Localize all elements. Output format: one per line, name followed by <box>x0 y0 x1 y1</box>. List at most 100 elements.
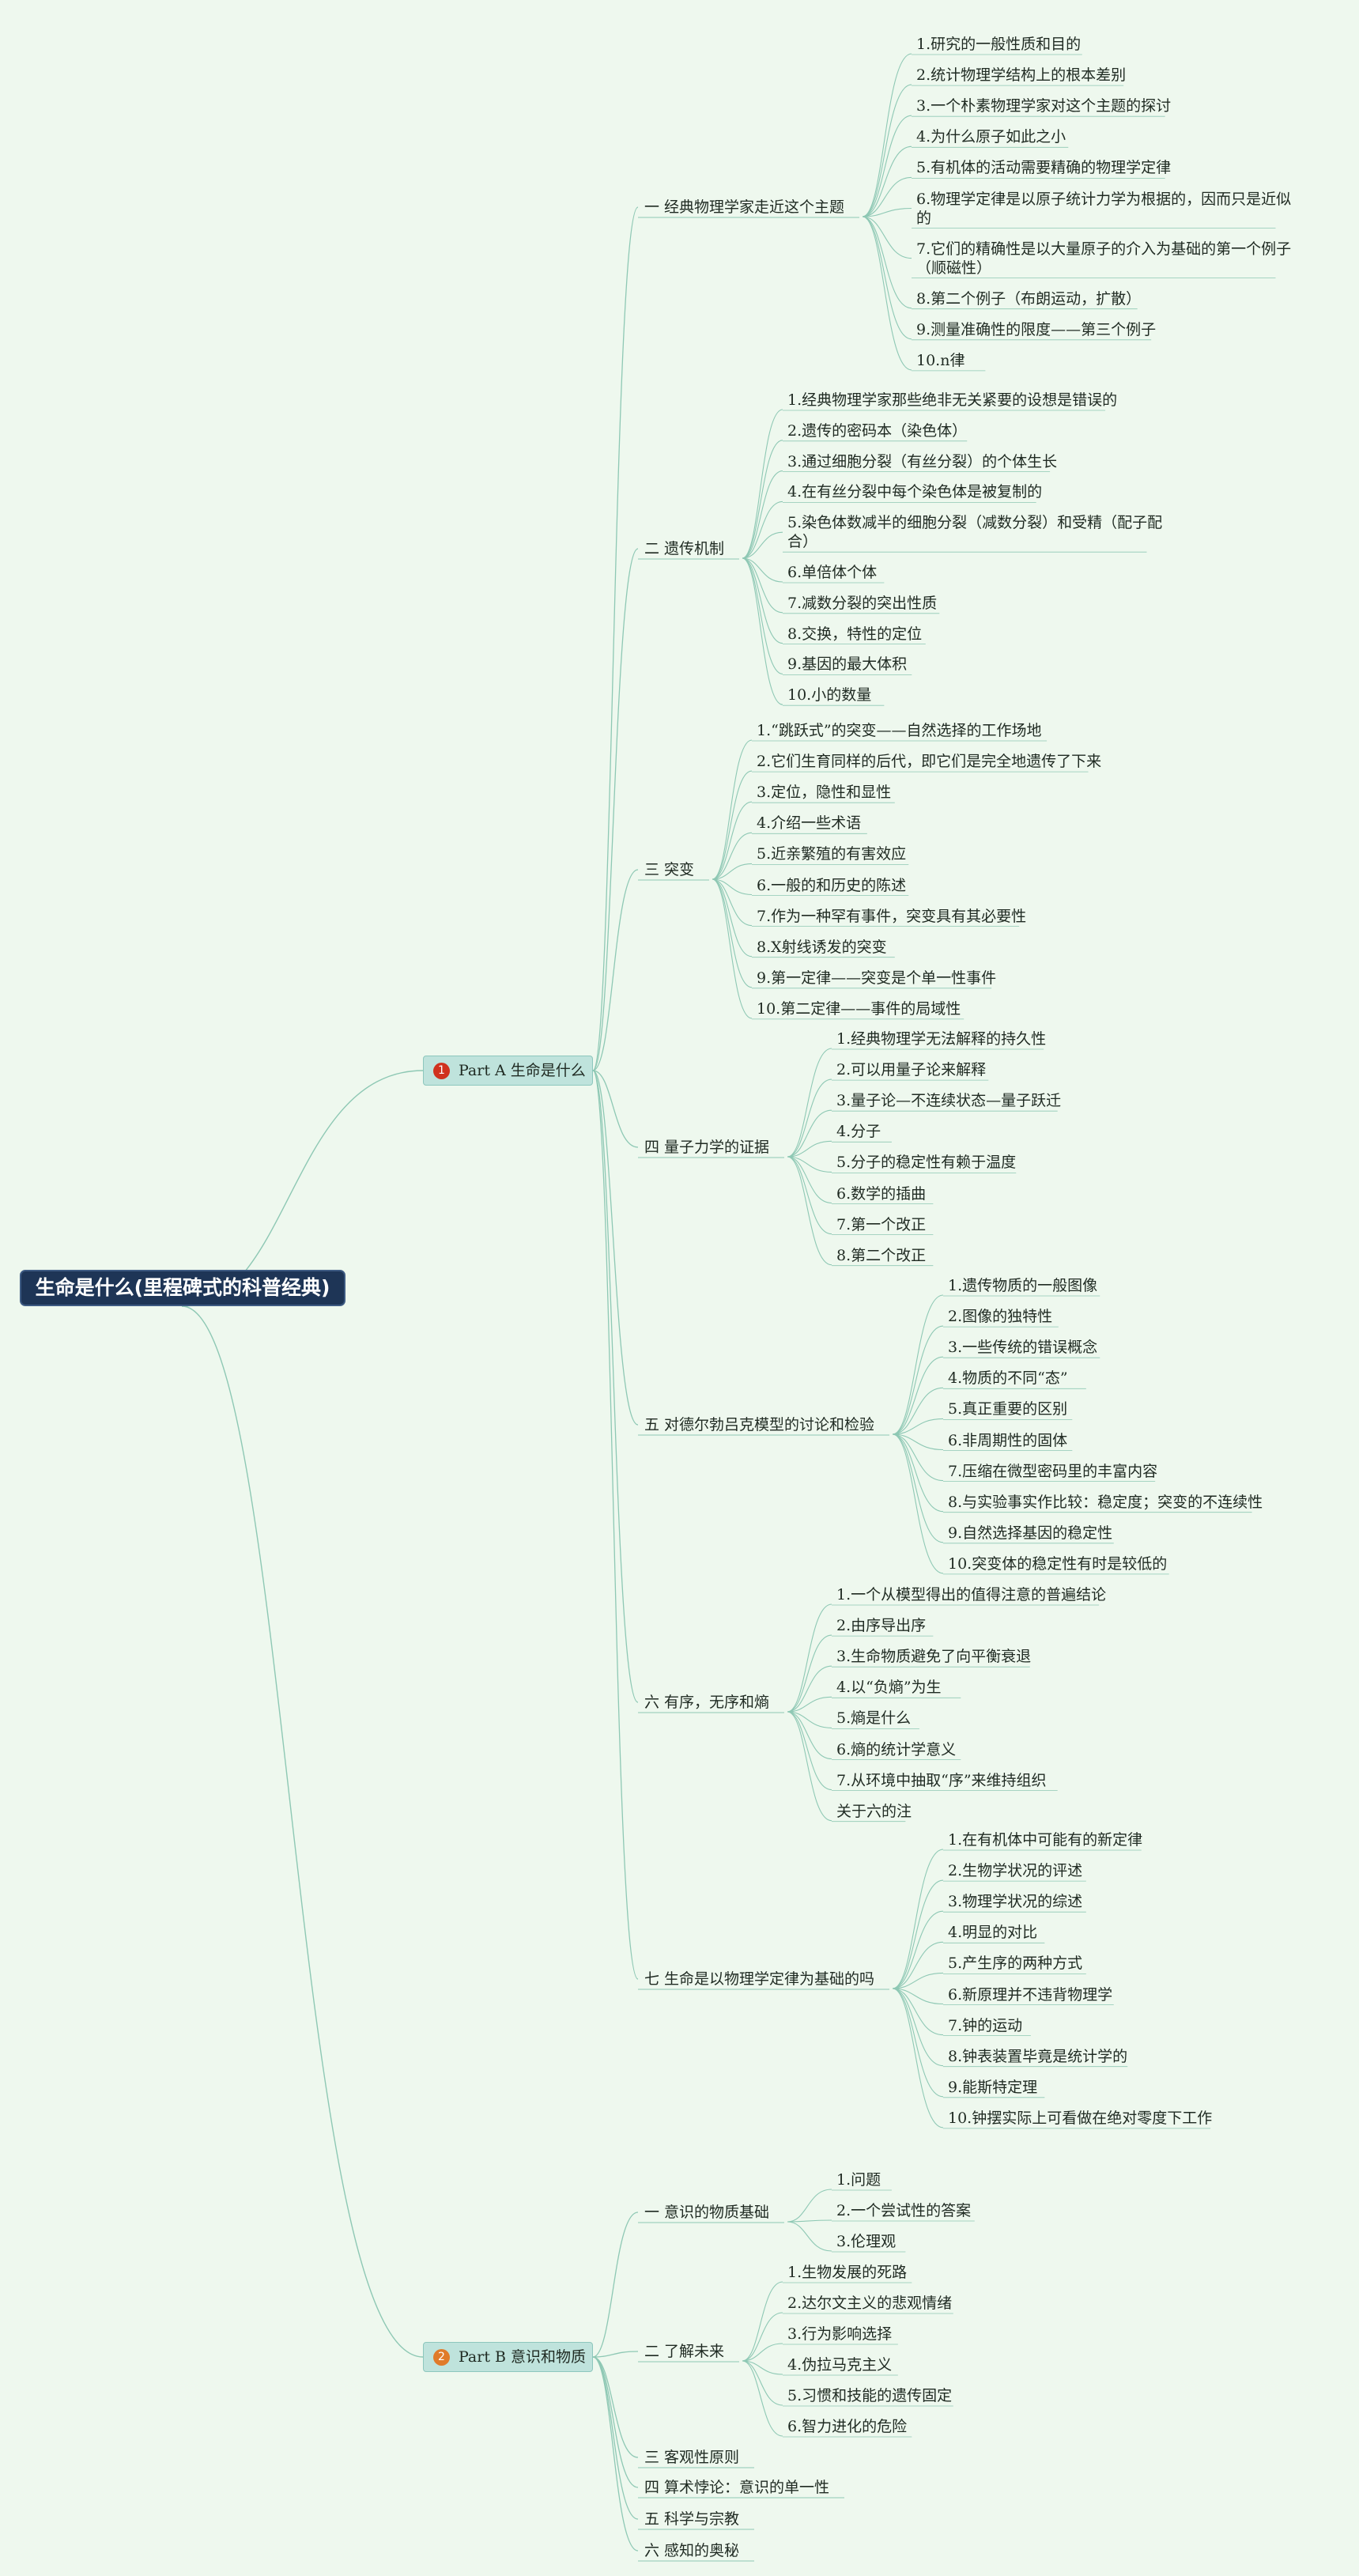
section-item[interactable]: 10.突变体的稳定性有时是较低的 <box>948 1554 1168 1573</box>
section-item[interactable]: 3.定位，隐性和显性 <box>757 784 892 802</box>
section-item[interactable]: 6.熵的统计学意义 <box>836 1740 957 1758</box>
section-item[interactable]: 4.以“负熵”为生 <box>836 1679 942 1697</box>
section-item[interactable]: 10.小的数量 <box>787 686 872 704</box>
chapter-topic[interactable]: 三 客观性原则 <box>644 2449 740 2466</box>
section-item[interactable]: 1.“跳跃式”的突变——自然选择的工作场地 <box>757 722 1042 739</box>
section-item[interactable]: 1.一个从模型得出的值得注意的普遍结论 <box>836 1586 1107 1603</box>
chapter-topic[interactable]: 二 了解未来 <box>644 2343 725 2360</box>
chapter-topic[interactable]: 四 算术悖论：意识的单一性 <box>644 2479 830 2496</box>
chapter-topic[interactable]: 三 突变 <box>644 861 695 878</box>
section-item[interactable]: 5.熵是什么 <box>836 1709 912 1728</box>
section-item[interactable]: 7.第一个改正 <box>836 1215 927 1233</box>
chapter-topic[interactable]: 一 经典物理学家走近这个主题 <box>644 198 845 216</box>
section-item[interactable]: 5.产生序的两种方式 <box>948 1955 1083 1973</box>
chapter-topic[interactable]: 二 遗传机制 <box>644 540 725 557</box>
section-item[interactable]: 4.分子 <box>836 1123 881 1141</box>
section-item[interactable]: 9.测量准确性的限度——第三个例子 <box>916 320 1157 338</box>
section-item[interactable]: 3.物理学状况的综述 <box>948 1893 1083 1911</box>
section-item[interactable]: 2.它们生育同样的后代，即它们是完全地遗传了下来 <box>757 753 1102 771</box>
chapter-topic[interactable]: 七 生命是以物理学定律为基础的吗 <box>644 1970 875 1988</box>
connector-line <box>712 739 753 880</box>
part-label: Part A 生命是什么 <box>459 1062 586 1079</box>
section-item[interactable]: 2.一个尝试性的答案 <box>836 2202 972 2219</box>
section-item[interactable]: 2.达尔文主义的悲观情绪 <box>787 2295 953 2312</box>
section-item[interactable]: 2.遗传的密码本（染色体） <box>787 421 968 440</box>
section-item[interactable]: 7.压缩在微型密码里的丰富内容 <box>948 1462 1158 1480</box>
section-item[interactable]: 8.钟表装置毕竟是统计学的 <box>948 2047 1128 2065</box>
section-item[interactable]: 10.第二定律——事件的局域性 <box>757 999 961 1018</box>
section-item[interactable]: 6.新原理并不违背物理学 <box>948 1985 1113 2004</box>
section-item[interactable]: 8.第二个例子（布朗运动，扩散） <box>916 289 1142 308</box>
section-item[interactable]: 8.交换，特性的定位 <box>787 625 923 643</box>
section-item[interactable]: 关于六的注 <box>836 1802 912 1820</box>
section-item[interactable]: 6.物理学定律是以原子统计力学为根据的，因而只是近似 <box>916 190 1292 208</box>
section-item[interactable]: 1.研究的一般性质和目的 <box>916 36 1082 53</box>
chapter-topic[interactable]: 一 意识的物质基础 <box>644 2204 770 2221</box>
section-item[interactable]: 6.数学的插曲 <box>836 1184 927 1203</box>
section-item[interactable]: 5.近亲繁殖的有害效应 <box>757 845 907 863</box>
connector-line <box>742 2360 783 2437</box>
chapter-topic[interactable]: 六 感知的奥秘 <box>644 2542 740 2559</box>
section-item[interactable]: 的 <box>916 209 932 227</box>
section-item[interactable]: 9.自然选择基因的稳定性 <box>948 1524 1113 1542</box>
section-item[interactable]: 3.一些传统的错误概念 <box>948 1339 1098 1357</box>
section-item[interactable]: 8.第二个改正 <box>836 1246 927 1264</box>
section-item[interactable]: （顺磁性） <box>916 259 992 277</box>
section-item[interactable]: 3.行为影响选择 <box>787 2325 893 2343</box>
chapter-topic[interactable]: 五 对德尔勃吕克模型的讨论和检验 <box>644 1416 875 1433</box>
section-item[interactable]: 6.非周期性的固体 <box>948 1431 1068 1449</box>
section-item[interactable]: 1.在有机体中可能有的新定律 <box>948 1831 1143 1849</box>
section-item[interactable]: 4.在有丝分裂中每个染色体是被复制的 <box>787 483 1043 501</box>
section-item[interactable]: 10.n律 <box>916 351 965 369</box>
section-item[interactable]: 2.统计物理学结构上的根本差别 <box>916 66 1127 85</box>
section-item[interactable]: 3.量子论—不连续状态—量子跃迁 <box>836 1092 1062 1110</box>
section-item[interactable]: 5.分子的稳定性有赖于温度 <box>836 1154 1017 1172</box>
chapter-topic[interactable]: 四 量子力学的证据 <box>644 1139 770 1156</box>
section-item[interactable]: 2.图像的独特性 <box>948 1308 1053 1326</box>
root-topic[interactable]: 生命是什么(里程碑式的科普经典) <box>20 1270 345 1306</box>
section-item[interactable]: 1.经典物理学无法解释的持久性 <box>836 1030 1047 1048</box>
chapter-topic[interactable]: 六 有序，无序和熵 <box>644 1694 770 1711</box>
section-item[interactable]: 5.染色体数减半的细胞分裂（减数分裂）和受精（配子配 <box>787 514 1163 532</box>
section-item[interactable]: 7.它们的精确性是以大量原子的介入为基础的第一个例子 <box>916 240 1292 258</box>
section-item[interactable]: 4.伪拉马克主义 <box>787 2356 893 2374</box>
section-item[interactable]: 10.钟摆实际上可看做在绝对零度下工作 <box>948 2109 1213 2127</box>
connector-line <box>892 1879 944 1989</box>
section-item[interactable]: 5.习惯和技能的遗传固定 <box>787 2387 953 2404</box>
section-item[interactable]: 3.通过细胞分裂（有丝分裂）的个体生长 <box>787 452 1058 470</box>
section-item[interactable]: 4.介绍一些术语 <box>757 814 862 833</box>
section-item[interactable]: 6.单倍体个体 <box>787 564 878 581</box>
section-item[interactable]: 2.生物学状况的评述 <box>948 1862 1083 1880</box>
section-item[interactable]: 7.钟的运动 <box>948 2016 1023 2034</box>
section-item[interactable]: 3.一个朴素物理学家对这个主题的探讨 <box>916 97 1172 115</box>
section-item[interactable]: 6.智力进化的危险 <box>787 2418 908 2435</box>
section-item[interactable]: 6.一般的和历史的陈述 <box>757 876 907 894</box>
section-item[interactable]: 8.与实验事实作比较：稳定度；突变的不连续性 <box>948 1493 1263 1511</box>
section-item[interactable]: 9.能斯特定理 <box>948 2078 1038 2096</box>
section-item[interactable]: 8.X射线诱发的突变 <box>757 938 887 956</box>
section-item[interactable]: 4.为什么原子如此之小 <box>916 128 1066 146</box>
section-item[interactable]: 7.从环境中抽取“序”来维持组织 <box>836 1771 1047 1789</box>
section-item[interactable]: 2.可以用量子论来解释 <box>836 1061 987 1079</box>
connector-line <box>592 2351 639 2358</box>
section-item[interactable]: 2.由序导出序 <box>836 1617 927 1635</box>
section-item[interactable]: 1.遗传物质的一般图像 <box>948 1277 1098 1294</box>
section-item[interactable]: 合） <box>787 533 818 551</box>
section-item[interactable]: 4.物质的不同“态” <box>948 1369 1068 1388</box>
section-item[interactable]: 3.生命物质避免了向平衡衰退 <box>836 1648 1032 1666</box>
section-item[interactable]: 5.真正重要的区别 <box>948 1400 1068 1418</box>
section-item[interactable]: 7.作为一种罕有事件，突变具有其必要性 <box>757 907 1027 925</box>
chapter-topic[interactable]: 五 科学与宗教 <box>644 2510 740 2528</box>
section-item[interactable]: 1.问题 <box>836 2171 881 2189</box>
section-item[interactable]: 9.基因的最大体积 <box>787 655 908 674</box>
section-item[interactable]: 4.明显的对比 <box>948 1924 1038 1942</box>
section-item[interactable]: 3.伦理观 <box>836 2233 897 2250</box>
connector-line <box>742 409 783 559</box>
section-item[interactable]: 1.生物发展的死路 <box>787 2264 908 2281</box>
section-item[interactable]: 9.第一定律——突变是个单一性事件 <box>757 969 997 987</box>
section-item[interactable]: 7.减数分裂的突出性质 <box>787 594 938 612</box>
section-item[interactable]: 5.有机体的活动需要精确的物理学定律 <box>916 159 1172 177</box>
section-item[interactable]: 1.经典物理学家那些绝非无关紧要的设想是错误的 <box>787 391 1118 409</box>
